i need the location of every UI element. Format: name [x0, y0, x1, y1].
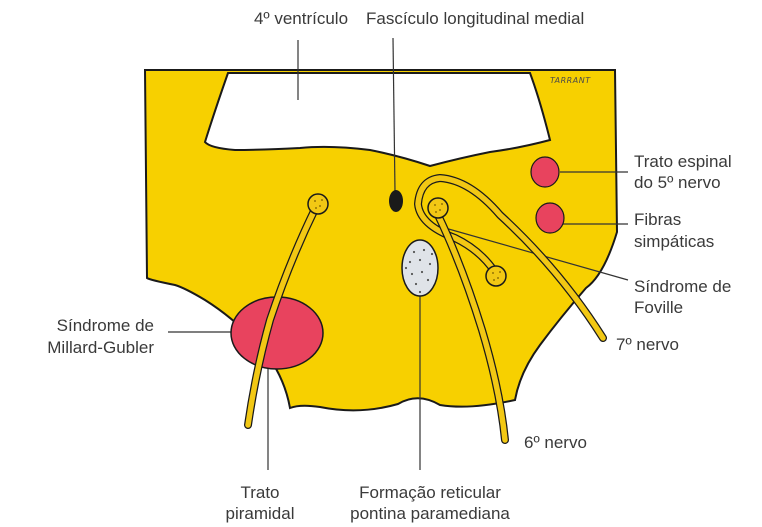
- label-pyramidal-tract-line2: piramidal: [190, 503, 330, 524]
- label-foville-line2: Foville: [634, 297, 683, 318]
- spinal-tract-5th-nerve: [531, 157, 559, 187]
- label-spinal-tract-line1: Trato espinal: [634, 151, 732, 172]
- label-pyramidal-tract-line1: Trato: [190, 482, 330, 503]
- left-nucleus: [308, 194, 328, 214]
- sympathetic-fibers: [536, 203, 564, 233]
- label-reticular-formation-line1: Formação reticular: [335, 482, 525, 503]
- label-millard-gubler-line1: Síndrome de: [4, 315, 154, 336]
- label-reticular-formation-line2: pontina paramediana: [335, 503, 525, 524]
- mlf-dot: [389, 190, 403, 212]
- label-millard-gubler-line2: Millard-Gubler: [4, 337, 154, 358]
- label-foville-line1: Síndrome de: [634, 276, 731, 297]
- paramedian-pontine-reticular-formation: [402, 240, 438, 296]
- label-spinal-tract-line2: do 5º nervo: [634, 172, 721, 193]
- sixth-nerve-nucleus: [428, 198, 448, 218]
- seventh-nerve-nucleus: [486, 266, 506, 286]
- label-seventh-nerve: 7º nervo: [616, 334, 679, 355]
- artist-signature: TARRANT: [550, 76, 591, 85]
- label-sixth-nerve: 6º nervo: [524, 432, 587, 453]
- label-sympathetic-line2: simpáticas: [634, 231, 714, 252]
- label-medial-longitudinal-fasciculus: Fascículo longitudinal medial: [366, 8, 584, 29]
- label-sympathetic-line1: Fibras: [634, 209, 681, 230]
